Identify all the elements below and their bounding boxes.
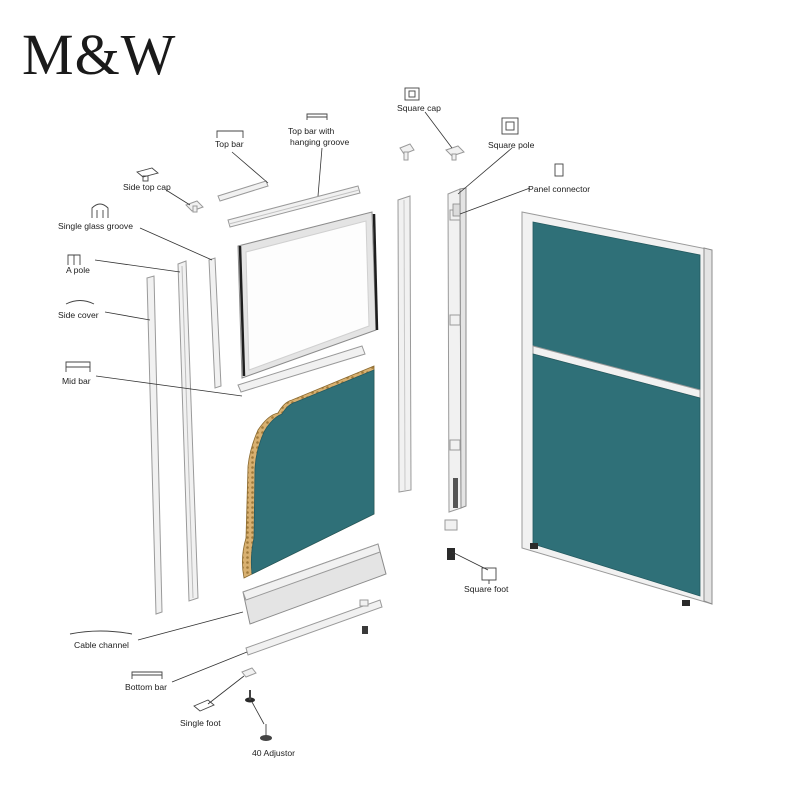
cable-channel-leader: [137, 611, 244, 641]
a-pole-part: [177, 260, 199, 602]
square-pole-label: Square pole: [488, 140, 535, 150]
side-cover-leader: [104, 311, 151, 321]
top-bar-label: Top bar: [215, 139, 244, 149]
single-glass-groove-icon: [91, 203, 109, 218]
square-pole-part: [447, 187, 467, 513]
single-glass-groove-leader: [139, 227, 213, 261]
single-foot-label: Single foot: [180, 718, 221, 728]
a-pole-leader: [94, 259, 181, 273]
square-pole-icon: [501, 117, 519, 135]
side-cover-icon: [65, 300, 95, 305]
square-foot-icon: [481, 567, 497, 584]
side-top-cap-icon: [136, 167, 159, 182]
center-pole-part: [397, 143, 415, 493]
panel-connector-label: Panel connector: [528, 184, 590, 194]
square-cap-label: Square cap: [397, 103, 441, 113]
bottom-bar-label: Bottom bar: [125, 682, 167, 692]
square-cap-leader: [424, 111, 453, 149]
side-cover-part: [146, 275, 163, 615]
bottom-small-clips-part: [359, 599, 369, 634]
mid-bar-icon: [65, 361, 91, 372]
assembled-panel: [521, 211, 713, 606]
top-bar-hanging-label-2: hanging groove: [290, 137, 349, 147]
side-top-cap-leader: [165, 189, 191, 206]
top-bar-hanging-label-1: Top bar with: [288, 126, 335, 136]
mid-bar-leader: [95, 375, 243, 397]
single-glass-groove-part: [208, 257, 222, 389]
single-foot-icon: [193, 699, 215, 712]
a-pole-icon: [67, 254, 81, 265]
adjustor-part: [245, 690, 255, 703]
cable-channel-icon: [69, 630, 133, 635]
top-bar-hanging-leader: [317, 147, 323, 197]
adjustor-leader: [251, 701, 265, 725]
cable-channel-part: [242, 543, 387, 625]
top-bar-part: [217, 180, 269, 202]
single-foot-leader: [207, 675, 245, 705]
top-bar-icon: [216, 130, 244, 138]
top-bar-leader: [231, 151, 269, 184]
a-pole-label: A pole: [66, 265, 90, 275]
mid-bar-part: [237, 345, 366, 393]
adjustor-icon: [260, 724, 272, 741]
square-foot-label: Square foot: [464, 584, 509, 594]
side-top-cap-label: Side top cap: [123, 182, 171, 192]
square-foot-leader: [451, 551, 489, 571]
bottom-bar-part: [245, 599, 383, 656]
mid-bar-label: Mid bar: [62, 376, 91, 386]
bottom-bar-icon: [131, 671, 163, 679]
square-pole-leader: [457, 147, 513, 195]
side-top-cap-part: [185, 200, 204, 213]
bottom-bar-leader: [171, 651, 248, 683]
adjustor-label: 40 Adjustor: [252, 748, 295, 758]
panel-connector-icon: [554, 163, 564, 177]
glass-panel-part: [237, 211, 379, 379]
square-foot-part: [444, 519, 458, 560]
side-cover-label: Side cover: [58, 310, 99, 320]
top-bar-hanging-groove-icon: [306, 113, 328, 120]
single-foot-part: [241, 667, 257, 678]
panel-connector-part: [452, 203, 461, 217]
panel-connector-leader: [459, 187, 531, 215]
single-glass-groove-label: Single glass groove: [58, 221, 133, 231]
square-cap-icon: [404, 87, 420, 101]
cable-channel-label: Cable channel: [74, 640, 129, 650]
brand-logo: M&W: [22, 22, 177, 87]
top-bar-hanging-groove-part: [227, 185, 361, 228]
fabric-panel-part: [242, 365, 375, 579]
square-cap-part: [445, 145, 465, 161]
